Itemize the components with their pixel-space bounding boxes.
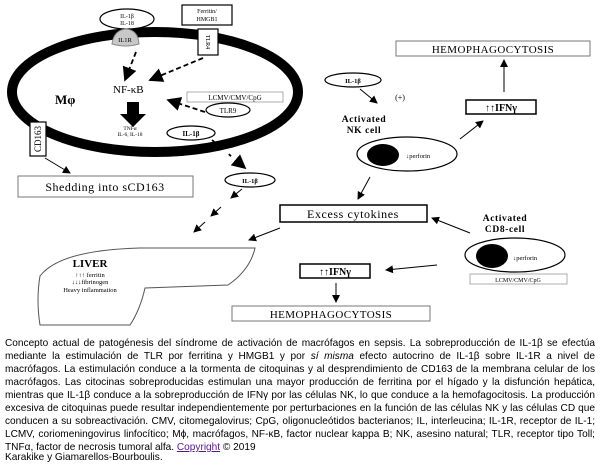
il1r-to-nfkb-arrow xyxy=(122,51,137,82)
nk-perforin-label: ↓perforin xyxy=(406,153,431,160)
figure-caption: Concepto actual de patogénesis del síndr… xyxy=(5,337,595,454)
lcmv-cmv-cpg-box-bottom xyxy=(469,273,568,285)
nk-to-cytokines-arrow xyxy=(357,176,371,200)
lcmv-bottom-label: LCMV/CMV/CpG xyxy=(495,278,541,284)
il6-il18-label: IL-6, IL-18 xyxy=(117,132,142,138)
il1r-receptor xyxy=(111,28,140,47)
il1b-outer xyxy=(224,172,276,188)
cd163-label: CD163 xyxy=(33,126,43,153)
il1b-inner xyxy=(166,125,216,141)
tlr9-to-nfkb-arrow xyxy=(166,97,206,113)
il1b-nk-label: IL-1β xyxy=(345,78,361,85)
tlr4-label: TLR4 xyxy=(204,35,210,49)
ferritin-hmgb1-box xyxy=(181,4,233,26)
cytokines-to-liver-arrow xyxy=(248,227,281,242)
shedding-label: Shedding into sCD163 xyxy=(45,180,164,194)
cd8-cell-label: CD8-cell xyxy=(485,225,525,235)
nk-cell-label: NK cell xyxy=(347,126,382,136)
caption-credit: Karakike y Giamarellos-Bourboulis. xyxy=(5,452,163,463)
tlr4-box xyxy=(197,28,219,56)
macrophage-cell xyxy=(7,27,303,157)
il1b-to-nk-arrow xyxy=(359,88,378,104)
il1b-to-liver-arrow-2 xyxy=(210,206,222,217)
lcmv-top-label: LCMV/CMV/CpG xyxy=(208,94,261,102)
caption-text-2: efecto autocrino de IL-1β sobre IL-1R a … xyxy=(5,351,596,453)
tlr4-to-nfkb-arrow xyxy=(148,57,204,82)
caption-year: © 2019 xyxy=(220,442,256,453)
hemophagocytosis-box-top xyxy=(395,40,591,57)
cd8-to-ifng-arrow xyxy=(385,264,438,274)
sepsis-mas-diagram: Mφ IL-1β IL-18 IL1R Ferritin/ HMGB1 TLR4… xyxy=(7,4,591,326)
cd8-activated-label: Activated xyxy=(483,214,528,224)
plus-sign: (+) xyxy=(395,93,405,102)
excess-cytokines-box xyxy=(279,204,428,223)
liver-fibrinogen: ↓↓↓fibrinogen xyxy=(72,279,110,286)
nk-activated-label: Activated xyxy=(342,115,387,125)
copyright-link[interactable]: Copyright xyxy=(176,442,221,453)
il18-label: IL-18 xyxy=(120,21,134,27)
liver-inflammation: Heavy inflammation xyxy=(63,287,117,294)
il1r-label: IL1R xyxy=(118,37,132,44)
lcmv-cmv-cpg-box-top xyxy=(186,91,284,103)
liver-title: LIVER xyxy=(73,258,109,270)
il1b-to-liver-arrow-3 xyxy=(193,221,206,233)
tnfa-label: TNFα xyxy=(123,126,136,132)
ifng-top-label: ↑↑IFNγ xyxy=(485,103,517,114)
cd163-to-shedding-arrow xyxy=(44,157,71,174)
caption-italic: sí misma xyxy=(310,351,354,362)
excess-cytokines-label: Excess cytokines xyxy=(307,207,399,221)
nk-to-ifng-arrow xyxy=(459,120,484,140)
ferritin-label: Ferritin/ xyxy=(197,9,217,15)
il1b-nk xyxy=(324,72,382,88)
macrophage-label: Mφ xyxy=(55,92,75,107)
il1b-label: IL-1β xyxy=(120,14,134,20)
tlr9-label: TLR9 xyxy=(220,107,237,115)
cd8-to-cytokines-arrow xyxy=(431,216,471,234)
cd8-perforin-label: ↓perforin xyxy=(513,255,538,262)
caption-text-1: Concepto actual de patogénesis del síndr… xyxy=(5,338,595,362)
hemophagocytosis-top-label: HEMOPHAGOCYTOSIS xyxy=(432,44,554,56)
cd8-nucleus xyxy=(476,244,508,268)
big-down-arrow-icon xyxy=(120,102,146,127)
shedding-box xyxy=(17,175,194,198)
nfkb-label: NF-κB xyxy=(113,84,144,96)
hemophagocytosis-box-bottom xyxy=(231,305,431,322)
ifng-box-top xyxy=(465,99,537,115)
hemophagocytosis-bottom-label: HEMOPHAGOCYTOSIS xyxy=(270,309,392,321)
nk-nucleus xyxy=(367,144,399,166)
il1b-outer-label: IL-1β xyxy=(242,178,258,185)
il1b-to-liver-arrow-1 xyxy=(230,188,243,199)
il1b-inner-label: IL-1β xyxy=(183,130,200,138)
ifng-bottom-label: ↑↑IFNγ xyxy=(319,267,351,278)
ifng-box-bottom xyxy=(299,263,371,279)
cd163-box xyxy=(29,121,47,157)
liver-ferritin: ↑↑↑ ferritin xyxy=(75,272,105,279)
liver-shape xyxy=(37,247,256,326)
hmgb1-label: HMGB1 xyxy=(196,17,217,23)
tlr9-receptor xyxy=(205,102,251,118)
